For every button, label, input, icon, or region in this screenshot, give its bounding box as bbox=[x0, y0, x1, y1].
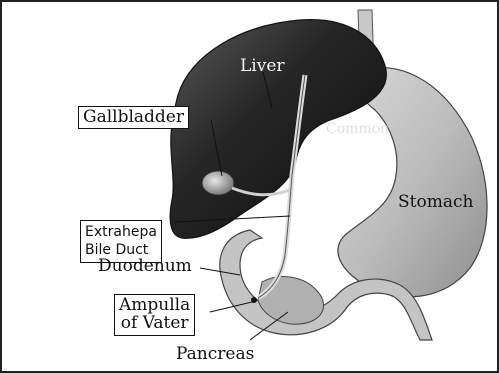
ampulla-marker bbox=[251, 297, 257, 303]
extrahepatic-line1: Extrahepa bbox=[85, 224, 157, 242]
ampulla-line2: of Vater bbox=[119, 315, 190, 333]
common-duct-label: Common bbox=[326, 122, 389, 136]
pancreas-label: Pancreas bbox=[176, 346, 254, 363]
duodenum-label: Duodenum bbox=[98, 258, 192, 275]
stomach-label: Stomach bbox=[398, 194, 473, 211]
liver-label: Liver bbox=[240, 58, 285, 75]
gallbladder bbox=[202, 171, 234, 195]
gallbladder-label: Gallbladder bbox=[78, 106, 189, 129]
ampulla-label: Ampulla of Vater bbox=[114, 294, 195, 336]
